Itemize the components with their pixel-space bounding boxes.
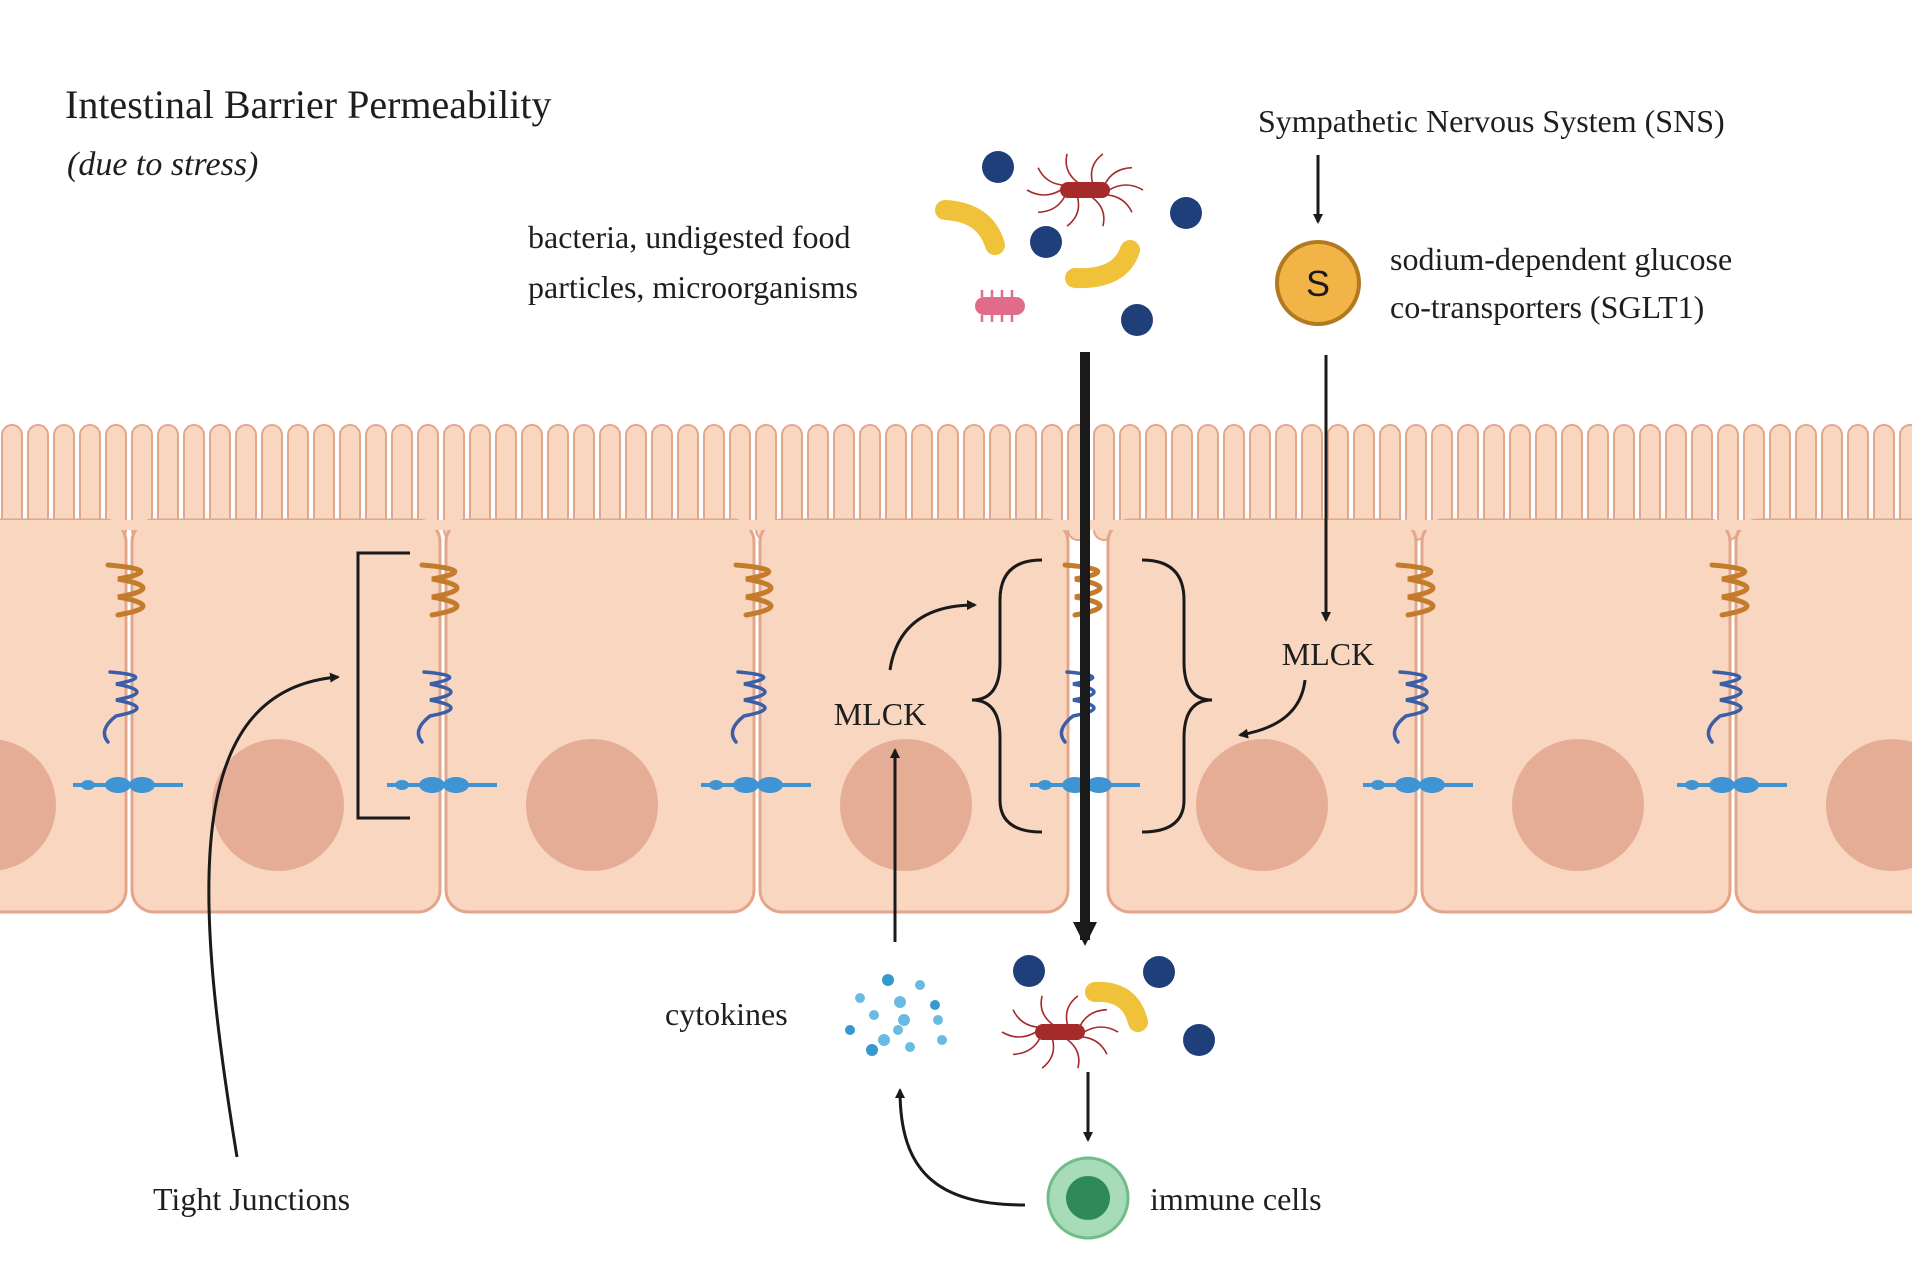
- mlck-left-label: MLCK: [834, 696, 926, 732]
- microorganism-icon: [1065, 240, 1140, 289]
- sglt-transporter-icon: S: [1275, 240, 1361, 326]
- bacteria-icon: [1001, 995, 1119, 1069]
- mlck-right-label: MLCK: [1282, 636, 1374, 672]
- tight-junction-icon: [387, 562, 497, 793]
- food-particle-icon: [1030, 226, 1062, 258]
- cytokine-icon: [845, 974, 947, 1056]
- mlck-right-arrow: [1238, 679, 1307, 739]
- mlck-to-junction-arrow: [888, 600, 977, 671]
- sglt-label-line1: sodium-dependent glucose: [1390, 241, 1732, 277]
- junction-brace-left: [971, 558, 1043, 834]
- page-subtitle: (due to stress): [67, 146, 258, 183]
- food-particle-icon: [1013, 955, 1045, 987]
- sns-label: Sympathetic Nervous System (SNS): [1258, 103, 1725, 139]
- microorganism-icon: [975, 290, 1025, 322]
- food-particle-icon: [1183, 1024, 1215, 1056]
- tight-junctions-label: Tight Junctions: [153, 1181, 350, 1217]
- page-title: Intestinal Barrier Permeability: [65, 82, 552, 127]
- immune-to-cytokines-arrow: [895, 1088, 1026, 1207]
- tight-junction-icon: [701, 562, 811, 793]
- microorganism-icon: [1085, 981, 1148, 1032]
- tight-junction-icon: [1363, 562, 1473, 793]
- food-particle-icon: [1121, 304, 1153, 336]
- food-particle-icon: [1170, 197, 1202, 229]
- microorganism-icon: [935, 200, 1005, 255]
- tight-junction-icon: [73, 562, 183, 793]
- food-particle-icon: [1143, 956, 1175, 988]
- translocated-particles: [1001, 955, 1215, 1069]
- luminal-particles: [935, 151, 1202, 336]
- food-particle-icon: [982, 151, 1014, 183]
- junction-brace-right: [1141, 558, 1213, 834]
- tight-junction-pointer-arrow: [207, 672, 340, 1158]
- bacteria-icon: [1026, 153, 1144, 227]
- tight-junction-icon: [1677, 562, 1787, 793]
- sglt-symbol: S: [1306, 263, 1330, 304]
- immune-cell-icon: [1046, 1156, 1130, 1240]
- epithelial-cell-layer: [0, 424, 1912, 914]
- tight-junction-bracket: [356, 551, 410, 820]
- immune-cells-label: immune cells: [1150, 1181, 1322, 1217]
- sglt-label-line2: co-transporters (SGLT1): [1390, 289, 1704, 325]
- bacteria-label-line1: bacteria, undigested food: [528, 219, 851, 255]
- cytokines-label: cytokines: [665, 996, 788, 1032]
- bacteria-label-line2: particles, microorganisms: [528, 269, 858, 305]
